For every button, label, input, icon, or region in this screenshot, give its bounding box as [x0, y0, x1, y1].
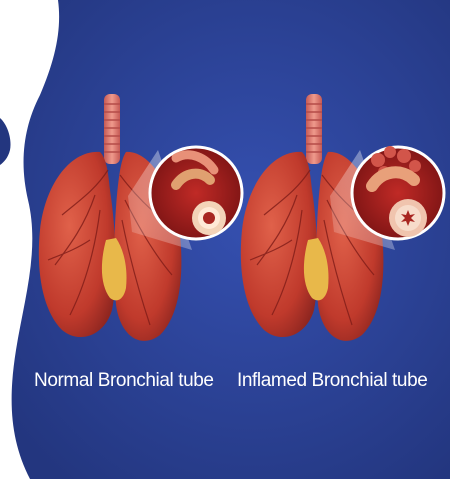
trachea — [306, 94, 322, 164]
inflamed-bronchus-magnifier — [352, 146, 444, 239]
trachea — [104, 94, 120, 164]
left-edge-crescent — [0, 118, 11, 165]
normal-bronchus-magnifier — [150, 147, 242, 239]
normal-bronchial-tube-caption: Normal Bronchial tube — [34, 370, 214, 392]
inflamed-bronchial-tube-caption: Inflamed Bronchial tube — [237, 370, 427, 392]
